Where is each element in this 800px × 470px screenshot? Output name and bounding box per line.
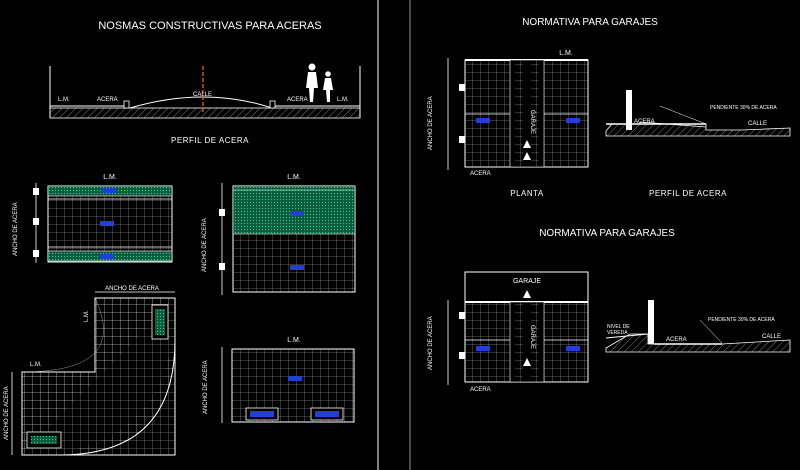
garage-1-width-label: ANCHO DE ACERA bbox=[428, 96, 434, 150]
garage-1-profile-acera: ACERA bbox=[634, 119, 655, 125]
garage-2-profile-acera: ACERA bbox=[666, 337, 687, 343]
profile-acera-left: ACERA bbox=[97, 97, 118, 103]
garage-2-nivel: NIVEL DE bbox=[607, 324, 630, 330]
profile-caption: PERFIL DE ACERA bbox=[171, 136, 249, 145]
garage-profile-2 bbox=[605, 300, 791, 353]
garage-plan-1 bbox=[447, 58, 589, 170]
profile-lm-right: L.M. bbox=[337, 97, 349, 103]
profile-acera-right: ACERA bbox=[287, 97, 308, 103]
sidewalk-profile bbox=[49, 63, 361, 119]
garage-2-vereda: VEREDA bbox=[607, 330, 628, 336]
profile-lm-left: L.M. bbox=[58, 97, 70, 103]
plan-b-width-label: ANCHO DE ACERA bbox=[202, 218, 208, 272]
plan-a-lm: L.M. bbox=[103, 174, 117, 181]
garage-profile-1 bbox=[605, 90, 791, 137]
plan-a bbox=[33, 183, 173, 263]
corner-width-left: ANCHO DE ACERA bbox=[4, 386, 10, 440]
garage-2-garaje: GARAJE bbox=[513, 278, 541, 285]
garage-1-profile-calle: CALLE bbox=[748, 121, 767, 127]
garage-1-pendiente: PENDIENTE 30% DE ACERA bbox=[710, 105, 777, 111]
garage-1-garaje: GARAJE bbox=[529, 110, 535, 134]
garage-2-pendiente: PENDIENTE 30% DE ACERA bbox=[708, 317, 775, 323]
profile-calle: CALLE bbox=[193, 92, 212, 98]
garage-title-1: NORMATIVA PARA GARAJES bbox=[522, 17, 658, 28]
corner-lm-left: L.M. bbox=[30, 362, 42, 368]
plan-b bbox=[219, 183, 356, 295]
garage-2-profile-calle: CALLE bbox=[762, 334, 781, 340]
garage-2-acera: ACERA bbox=[470, 387, 491, 393]
garage-2-garaje-vertical: GARAJE bbox=[529, 325, 535, 349]
garage-1-lm: L.M. bbox=[559, 50, 573, 57]
garage-1-profile-caption: PERFIL DE ACERA bbox=[649, 189, 727, 198]
corner-plan bbox=[11, 291, 176, 456]
garage-title-2: NORMATIVA PARA GARAJES bbox=[539, 228, 675, 239]
garage-1-plan-caption: PLANTA bbox=[510, 189, 544, 198]
plan-c bbox=[221, 347, 355, 423]
corner-width-top: ANCHO DE ACERA bbox=[105, 286, 159, 292]
pedestrian-figures bbox=[306, 63, 333, 102]
plan-b-lm: L.M. bbox=[287, 174, 301, 181]
garage-2-width-label: ANCHO DE ACERA bbox=[428, 316, 434, 370]
plan-c-width-label: ANCHO DE ACERA bbox=[203, 360, 209, 414]
garage-plan-2 bbox=[447, 271, 589, 385]
corner-lm-top: L.M. bbox=[84, 310, 90, 322]
plan-a-width-label: ANCHO DE ACERA bbox=[13, 202, 19, 256]
left-title: NOSMAS CONSTRUCTIVAS PARA ACERAS bbox=[98, 20, 321, 32]
garage-1-acera: ACERA bbox=[470, 171, 491, 177]
plan-c-lm: L.M. bbox=[287, 337, 301, 344]
